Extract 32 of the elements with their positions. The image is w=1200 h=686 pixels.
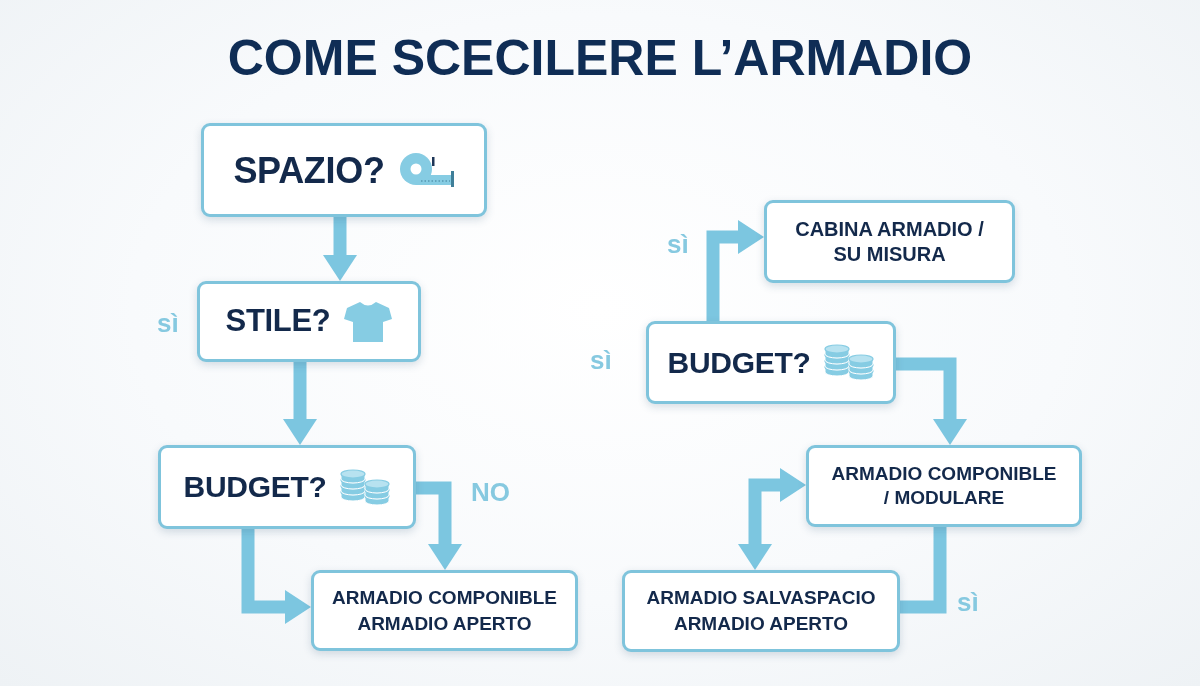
result-box — [622, 570, 900, 652]
connector-line — [900, 527, 947, 614]
option-text: ARMADIO COMPONIBLE — [332, 585, 557, 610]
question-text: BUDGET? — [667, 344, 811, 381]
question-text: SPAZIO? — [233, 148, 385, 193]
option-text: ARMADIO APERTO — [357, 611, 532, 636]
decision-box — [201, 123, 487, 217]
edge-label: sì — [957, 589, 979, 615]
edge-label: NO — [471, 479, 510, 505]
double-arrow — [738, 468, 806, 570]
arrow — [416, 481, 462, 570]
arrow — [323, 217, 357, 281]
arrow — [283, 362, 317, 445]
result-box — [311, 570, 578, 651]
arrow — [241, 529, 311, 624]
option-text: CABINA ARMADIO / SU MISURA — [794, 216, 985, 267]
decision-box — [646, 321, 896, 404]
option-text: ARMADIO SALVASPACIO — [646, 586, 876, 610]
title: COME SCECILERE L’ARMADIO — [227, 30, 973, 88]
answer-label: sì — [590, 347, 612, 373]
arrow — [896, 357, 967, 445]
question-text: BUDGET? — [183, 469, 327, 506]
option-text: ARMADIO COMPONIBLE / MODULARE — [830, 462, 1058, 510]
decision-box — [197, 281, 421, 362]
decision-box — [158, 445, 416, 529]
result-box — [806, 445, 1082, 527]
option-text: ARMADIO APERTO — [673, 612, 849, 636]
edge-label: sì — [667, 231, 689, 257]
arrow — [706, 220, 764, 321]
question-text: STILE? — [225, 302, 331, 341]
answer-label: sì — [157, 310, 179, 336]
result-box — [764, 200, 1015, 283]
